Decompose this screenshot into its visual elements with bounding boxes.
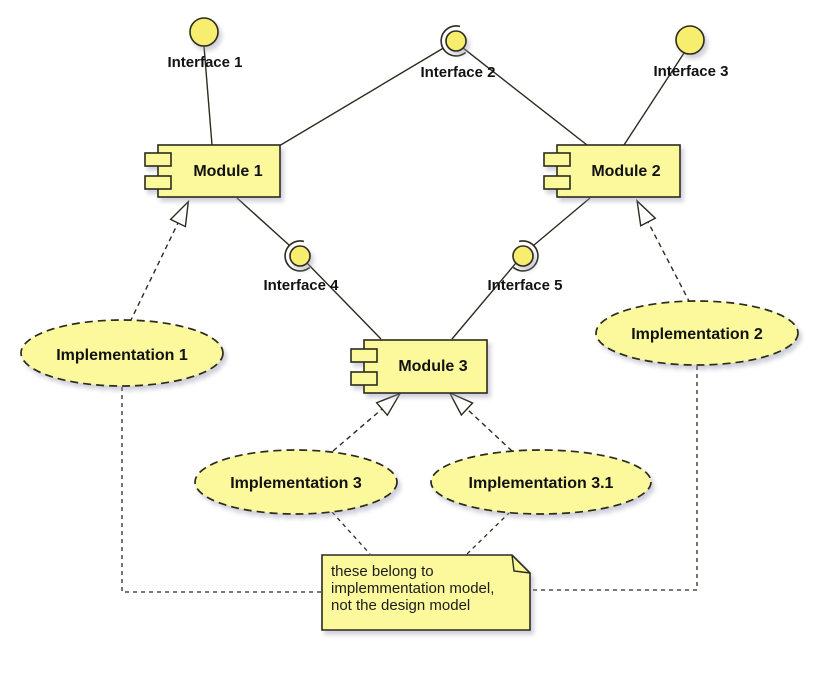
notelink-implementation1 xyxy=(121,387,321,593)
line-interface5-module3 xyxy=(451,262,517,340)
implementation-2-label: Implementation 2 xyxy=(631,326,763,343)
notelink-implementation3 xyxy=(331,511,371,555)
note-fold-icon xyxy=(511,554,531,574)
module-2: Module 2 xyxy=(543,144,681,198)
interface-5-label: Interface 5 xyxy=(487,277,562,294)
interface-4-label: Interface 4 xyxy=(263,277,339,294)
interface-2-label: Interface 2 xyxy=(420,64,495,81)
implementation-ellipse xyxy=(595,300,799,366)
implementation-1: Implementation 1 xyxy=(20,319,224,387)
interface-ball-icon xyxy=(675,25,705,55)
implementation-3-1-label: Implementation 3.1 xyxy=(469,475,614,492)
module-2-label: Module 2 xyxy=(591,163,660,180)
line-interface2-module2 xyxy=(462,47,588,146)
interface-1: Interface 1 xyxy=(167,17,243,71)
line-module1-interface2 xyxy=(278,47,444,147)
line-module2-interface5 xyxy=(533,197,591,246)
interface-socket-icon xyxy=(512,240,539,272)
module-1: Module 1 xyxy=(144,144,281,198)
component-tab-icon xyxy=(543,175,571,190)
note-line-1: these belong to xyxy=(331,563,434,580)
module-1-label: Module 1 xyxy=(193,163,262,180)
note: these belong to implemmentation model, n… xyxy=(321,554,531,631)
component-tab-icon xyxy=(144,175,172,190)
note-line-2: implemmentation model, xyxy=(331,580,494,597)
implementation-2: Implementation 2 xyxy=(595,300,799,366)
line-module1-interface4 xyxy=(236,197,290,246)
component-body xyxy=(556,144,681,198)
line-interface1-module1 xyxy=(203,45,213,146)
notelink-implementation2 xyxy=(531,366,698,591)
interface-ball-icon xyxy=(445,30,467,52)
component-tab-icon xyxy=(350,348,378,363)
interface-3-label: Interface 3 xyxy=(653,63,728,80)
component-body xyxy=(363,339,488,394)
realization-implementation1-module1 xyxy=(129,199,190,323)
interface-socket-icon xyxy=(440,25,467,57)
component-body xyxy=(157,144,281,198)
interface-1-label: Interface 1 xyxy=(167,54,242,71)
line-interface4-module3 xyxy=(306,262,382,340)
implementation-ellipse xyxy=(20,319,224,387)
realization-implementation2-module2 xyxy=(636,199,691,304)
interface-4: Interface 4 xyxy=(263,240,339,294)
interface-5: Interface 5 xyxy=(487,240,563,294)
implementation-ellipse xyxy=(430,449,652,515)
line-interface3-module2 xyxy=(623,52,685,146)
implementation-ellipse xyxy=(194,449,398,515)
component-tab-icon xyxy=(543,152,571,167)
interface-ball-icon xyxy=(512,245,534,267)
realization-implementation3-1-module3 xyxy=(448,391,513,452)
module-3-label: Module 3 xyxy=(398,358,467,375)
realization-implementation3-module3 xyxy=(332,392,402,452)
notelink-implementation3-1 xyxy=(466,511,511,555)
module-3: Module 3 xyxy=(350,339,488,394)
implementation-3-label: Implementation 3 xyxy=(230,475,362,492)
note-line-3: not the design model xyxy=(331,597,470,614)
interface-2: Interface 2 xyxy=(420,25,496,81)
component-tab-icon xyxy=(350,371,378,386)
interface-socket-icon xyxy=(284,240,311,272)
note-body xyxy=(321,554,531,631)
component-tab-icon xyxy=(144,152,172,167)
interface-ball-icon xyxy=(289,245,311,267)
implementation-1-label: Implementation 1 xyxy=(56,347,188,364)
implementation-3-1: Implementation 3.1 xyxy=(430,449,652,515)
implementation-3: Implementation 3 xyxy=(194,449,398,515)
interface-3: Interface 3 xyxy=(653,25,729,80)
interface-ball-icon xyxy=(189,17,219,47)
